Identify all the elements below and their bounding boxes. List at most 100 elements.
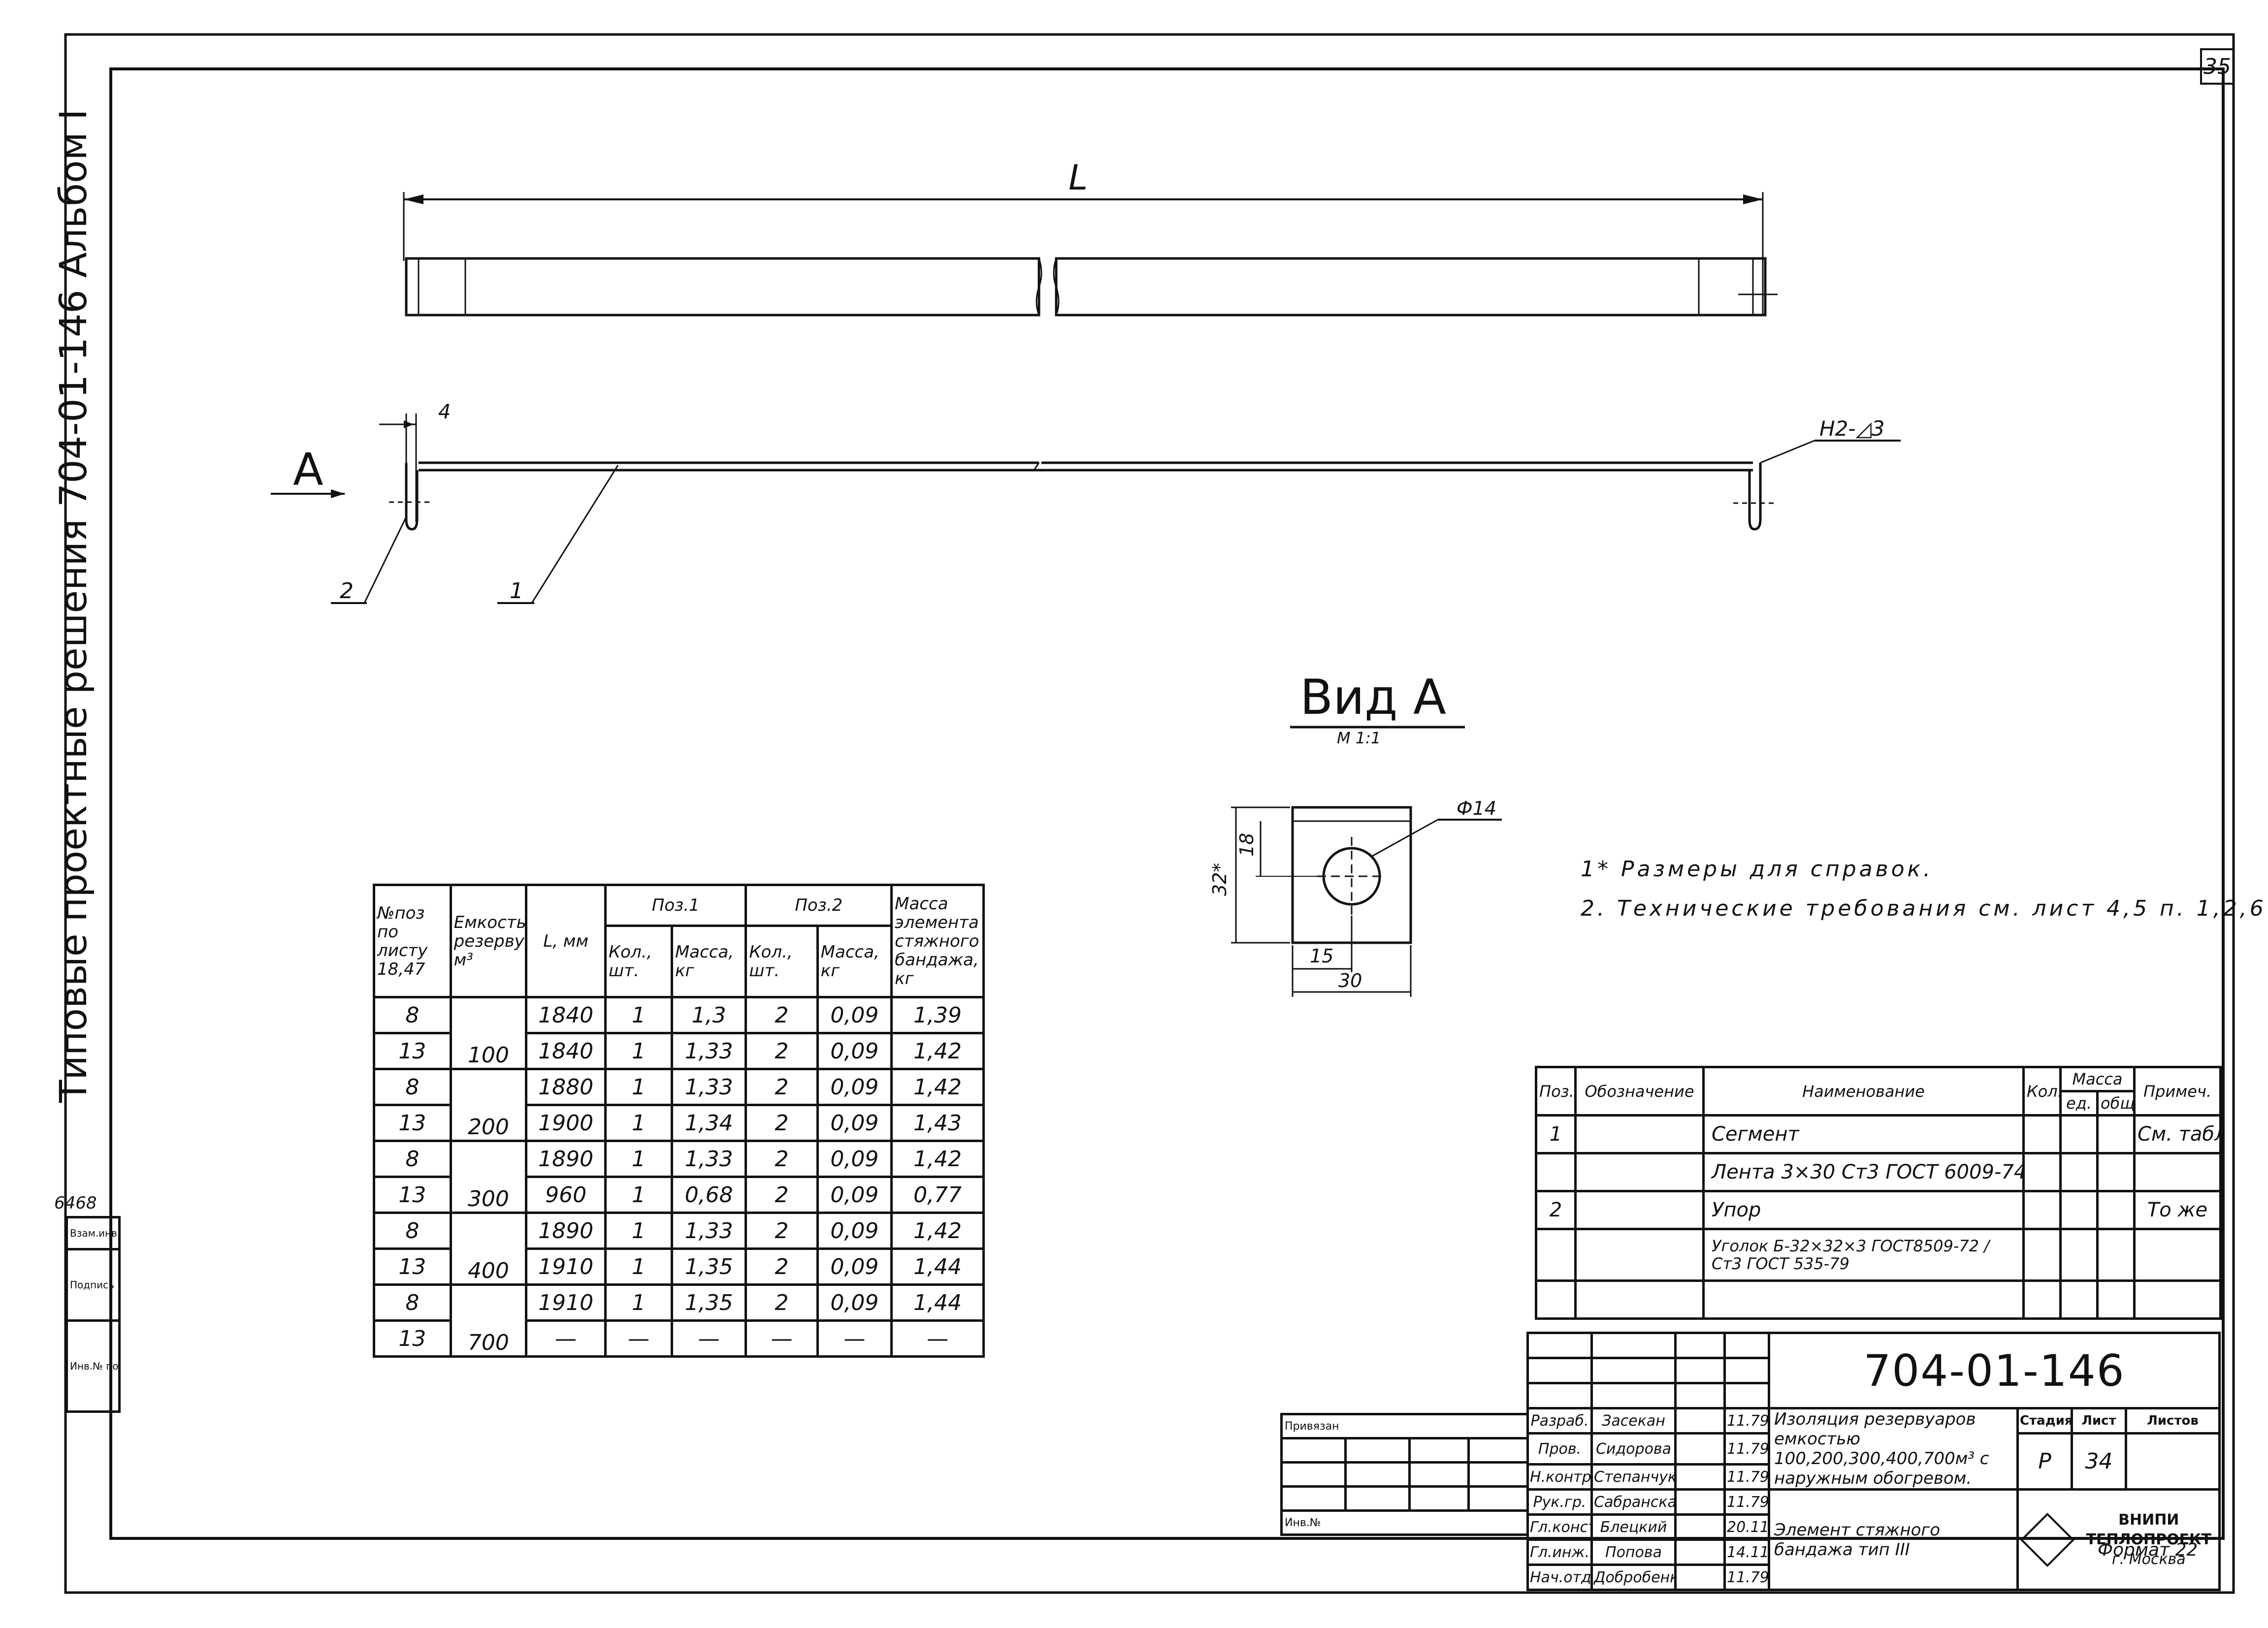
sheets-label: Листов <box>2124 1407 2221 1435</box>
spec-qty <box>2022 1190 2062 1230</box>
role-date: 11.79 <box>1723 1463 1770 1491</box>
role-date: 14.11 <box>1723 1538 1770 1566</box>
table-row: 13 — — — — — — <box>373 1319 985 1358</box>
inv-number: 6468 <box>54 1193 97 1213</box>
cell-pos: 8 <box>373 1068 452 1106</box>
spec-mass-unit <box>2059 1152 2099 1192</box>
role-date: 11.79 <box>1723 1488 1770 1516</box>
cell-qty2: 2 <box>745 1140 819 1178</box>
spec-table: Поз. Обозначение Наименование Кол. Масса… <box>1535 1066 2222 1320</box>
cell-length: 1890 <box>525 1212 607 1250</box>
inv-label: Инв.№ подл. <box>65 1319 121 1413</box>
cell-total: — <box>890 1319 985 1358</box>
table-row: 8 300 1890 1 1,33 2 0,09 1,42 <box>373 1140 985 1214</box>
weld-note: H2-◿3 <box>1819 416 1884 441</box>
margin-title: Типовые проектные решения 704-01-146 Аль… <box>51 109 95 1103</box>
cell-qty1: 1 <box>604 1247 673 1286</box>
cell-pos: 13 <box>373 1104 452 1142</box>
table-row: 13 960 1 0,68 2 0,09 0,77 <box>373 1176 985 1214</box>
thickness-label: 4 <box>438 401 451 423</box>
spec-hdr-qty: Кол. <box>2022 1066 2062 1117</box>
cell-qty2: 2 <box>745 1104 819 1142</box>
sheet-label: Лист <box>2071 1407 2127 1435</box>
cell-total: 1,42 <box>890 1140 985 1178</box>
view-a: Вид А М 1:1 Ф14 32* 18 15 30 <box>1209 670 1502 997</box>
cell-pos: 13 <box>373 1176 452 1214</box>
view-title: Вид А <box>1300 670 1446 726</box>
cell-mass2: 0,09 <box>816 1032 893 1070</box>
cell-mass2: — <box>816 1319 893 1358</box>
stage-value: Р <box>2016 1432 2073 1491</box>
dim-30: 30 <box>1338 970 1362 991</box>
table-row: 8 200 1880 1 1,33 2 0,09 1,42 <box>373 1068 985 1142</box>
table-row: 2 Упор То же <box>1535 1190 2222 1230</box>
table-row: 13 1840 1 1,33 2 0,09 1,42 <box>373 1032 985 1070</box>
table-row: Уголок Б-32×32×3 ГОСТ8509-72 / Ст3 ГОСТ … <box>1535 1228 2222 1282</box>
spec-name: Уголок Б-32×32×3 ГОСТ8509-72 / Ст3 ГОСТ … <box>1702 1228 2025 1282</box>
cell-length: 1910 <box>525 1247 607 1286</box>
hdr-pos1: Поз.1 <box>604 884 747 927</box>
spec-pos <box>1535 1228 1577 1282</box>
role-signature <box>1674 1564 1726 1591</box>
cell-length: 1890 <box>525 1140 607 1178</box>
role-signature <box>1674 1513 1726 1541</box>
spec-name: Упор <box>1702 1190 2025 1230</box>
outer-frame <box>64 33 2235 1594</box>
spec-hdr-pos: Поз. <box>1535 1066 1577 1117</box>
table-row: 8 700 1910 1 1,35 2 0,09 1,44 <box>373 1283 985 1358</box>
spec-pos: 2 <box>1535 1190 1577 1230</box>
element-title: Элемент стяжного бандажа тип III <box>1768 1488 2019 1591</box>
approval-block: Привязан Инв.№ <box>1280 1413 1529 1536</box>
cell-total: 1,39 <box>890 996 985 1034</box>
cell-mass2: 0,09 <box>816 1283 893 1322</box>
role-name: Добробенко <box>1590 1564 1677 1591</box>
org-line-2: ТЕПЛОПРОЕКТ <box>2086 1531 2212 1548</box>
approval-inv-label: Инв.№ <box>1280 1509 1529 1536</box>
cell-mass1: 1,33 <box>670 1068 747 1106</box>
cell-qty1: 1 <box>604 1212 673 1250</box>
cell-qty1: 1 <box>604 1104 673 1142</box>
role-name: Сабранская <box>1590 1488 1677 1516</box>
cell-qty2: 2 <box>745 1283 819 1322</box>
cell-total: 0,77 <box>890 1176 985 1214</box>
spec-mass-total <box>2096 1190 2136 1230</box>
role-label: Нач.отд. <box>1526 1564 1593 1591</box>
spec-hdr-mass: Масса <box>2059 1066 2136 1092</box>
spec-mass-total <box>2096 1152 2136 1192</box>
cell-total: 1,44 <box>890 1247 985 1286</box>
spec-hdr-mass-unit: ед. <box>2059 1090 2099 1117</box>
role-signature <box>1674 1432 1726 1466</box>
cell-mass1: 1,33 <box>670 1212 747 1250</box>
cell-capacity: 200 <box>449 1068 528 1142</box>
spec-hdr-mass-total: общ. <box>2096 1090 2136 1117</box>
spec-hdr-designation: Обозначение <box>1574 1066 1705 1117</box>
table-row: 1 Сегмент См. табл. <box>1535 1114 2222 1154</box>
role-name: Блецкий <box>1590 1513 1677 1541</box>
cell-mass1: 1,35 <box>670 1247 747 1286</box>
spec-designation <box>1574 1114 1705 1154</box>
cell-mass1: 1,33 <box>670 1140 747 1178</box>
cell-length: 1840 <box>525 996 607 1034</box>
strip-top-view: L <box>403 158 1778 317</box>
cell-length: 1910 <box>525 1283 607 1322</box>
cell-qty2: 2 <box>745 1032 819 1070</box>
hdr-mass-1: Масса, кг <box>670 925 747 998</box>
swap-label: Взам.инв.№ <box>65 1216 121 1250</box>
spec-qty <box>2022 1114 2062 1154</box>
cell-pos: 8 <box>373 1212 452 1250</box>
role-label: Пров. <box>1526 1432 1593 1466</box>
spec-designation <box>1574 1190 1705 1230</box>
approval-label: Привязан <box>1280 1413 1529 1439</box>
cell-qty2: 2 <box>745 1212 819 1250</box>
cell-mass1: 1,3 <box>670 996 747 1034</box>
sheets-value <box>2124 1432 2221 1491</box>
cell-length: 1900 <box>525 1104 607 1142</box>
spec-designation <box>1574 1228 1705 1282</box>
table-row: 8 400 1890 1 1,33 2 0,09 1,42 <box>373 1212 985 1286</box>
title-block: 704-01-146 Разраб. Засекан 11.79 Изоляци… <box>1526 1332 2221 1591</box>
spec-mass-total <box>2096 1114 2136 1154</box>
cell-length: 1880 <box>525 1068 607 1106</box>
cell-capacity: 300 <box>449 1140 528 1214</box>
cell-pos: 13 <box>373 1247 452 1286</box>
